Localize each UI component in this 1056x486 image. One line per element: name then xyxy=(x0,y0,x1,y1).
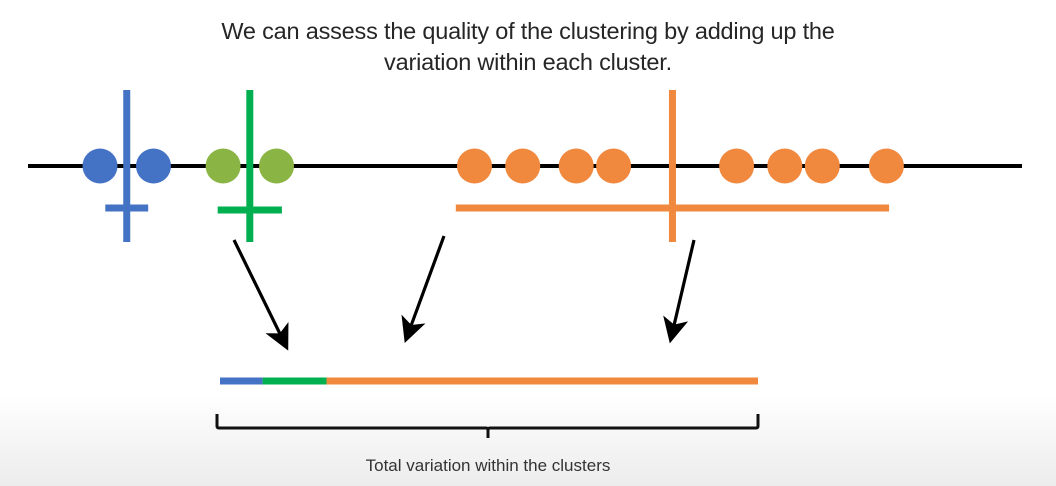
arrow-blue-green-to-total xyxy=(232,239,289,351)
data-point-orange xyxy=(767,148,803,184)
title-line-2: variation within each cluster. xyxy=(384,49,672,75)
data-point-orange xyxy=(868,148,904,184)
data-point-orange xyxy=(596,148,632,184)
total-segment-orange xyxy=(326,377,758,385)
data-point-blue xyxy=(82,148,118,184)
total-variation-caption: Total variation within the clusters xyxy=(365,456,611,475)
total-segment-green xyxy=(262,377,327,385)
cluster-green xyxy=(205,90,294,242)
total-bracket xyxy=(215,414,760,438)
data-point-orange xyxy=(804,148,840,184)
data-point-orange xyxy=(457,148,492,184)
data-point-orange xyxy=(558,148,594,184)
data-point-orange xyxy=(505,148,541,184)
cluster-blue xyxy=(82,90,171,242)
data-point-orange xyxy=(719,148,755,184)
arrow-orange-to-total xyxy=(663,239,696,344)
data-point-green xyxy=(259,148,294,184)
title-line-1: We can assess the quality of the cluster… xyxy=(221,18,835,44)
arrow-green-to-total xyxy=(401,235,446,344)
data-point-green xyxy=(205,148,241,184)
total-variation-bar xyxy=(220,377,758,385)
slide-title: We can assess the quality of the cluster… xyxy=(0,16,1056,78)
total-segment-blue xyxy=(220,377,263,385)
cluster-orange xyxy=(455,90,904,242)
clusters-layer xyxy=(82,90,904,242)
data-point-blue xyxy=(136,148,171,184)
